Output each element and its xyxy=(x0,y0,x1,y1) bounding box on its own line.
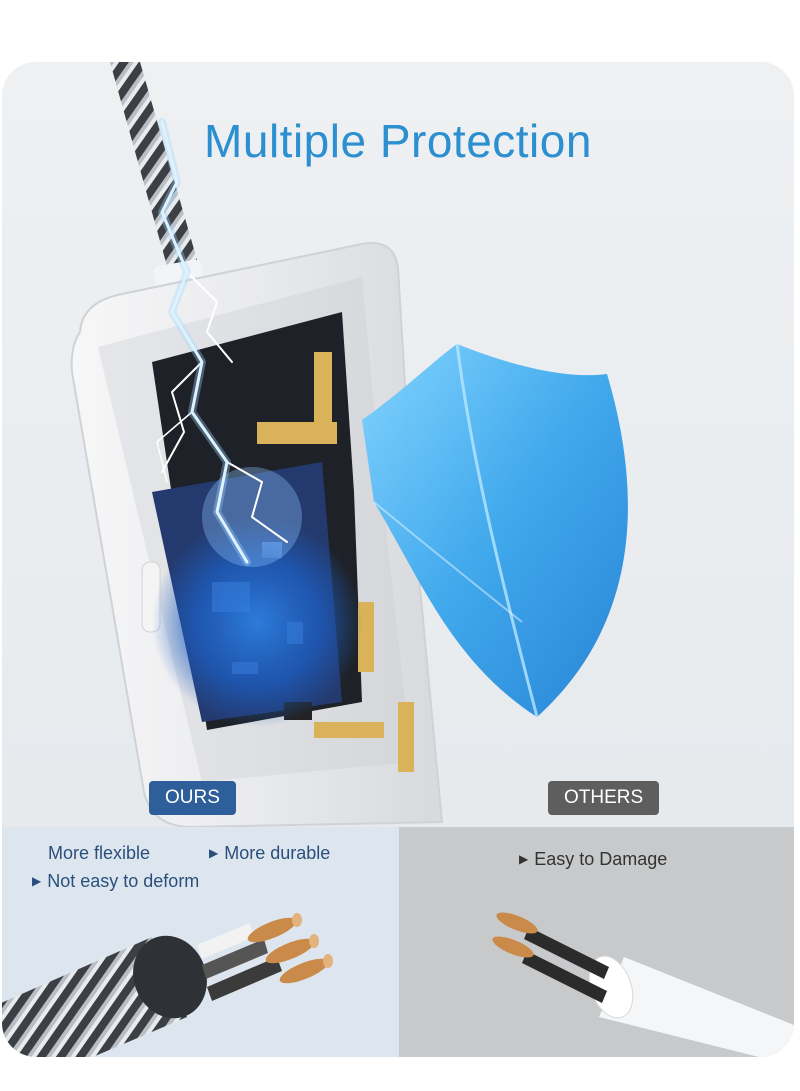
plain-cable-cross-section xyxy=(492,912,794,1057)
triangle-right-icon: ▶ xyxy=(519,852,529,866)
ours-section: More flexible ▶More durable ▶Not easy to… xyxy=(2,827,399,1057)
braided-cable-cross-section xyxy=(2,913,333,1057)
others-badge: OTHERS xyxy=(548,781,660,815)
cable-comparison: More flexible ▶More durable ▶Not easy to… xyxy=(2,827,794,1057)
feature-more-durable: ▶More durable xyxy=(209,843,331,863)
triangle-right-icon: ▶ xyxy=(32,874,42,888)
feature-not-easy-to-deform: ▶Not easy to deform xyxy=(32,871,200,891)
triangle-right-icon: ▶ xyxy=(209,846,219,860)
lightning-icon xyxy=(156,118,288,566)
others-section: ▶Easy to Damage xyxy=(399,827,794,1057)
hero-illustration xyxy=(70,62,628,827)
shield-icon xyxy=(362,343,628,718)
feature-more-flexible: More flexible xyxy=(48,843,151,863)
product-panel: Multiple Protection xyxy=(2,62,794,1057)
feature-easy-to-damage: ▶Easy to Damage xyxy=(519,849,668,869)
ours-badge: OURS xyxy=(149,781,236,815)
page-title: Multiple Protection xyxy=(204,115,592,167)
protection-glow xyxy=(152,517,362,727)
